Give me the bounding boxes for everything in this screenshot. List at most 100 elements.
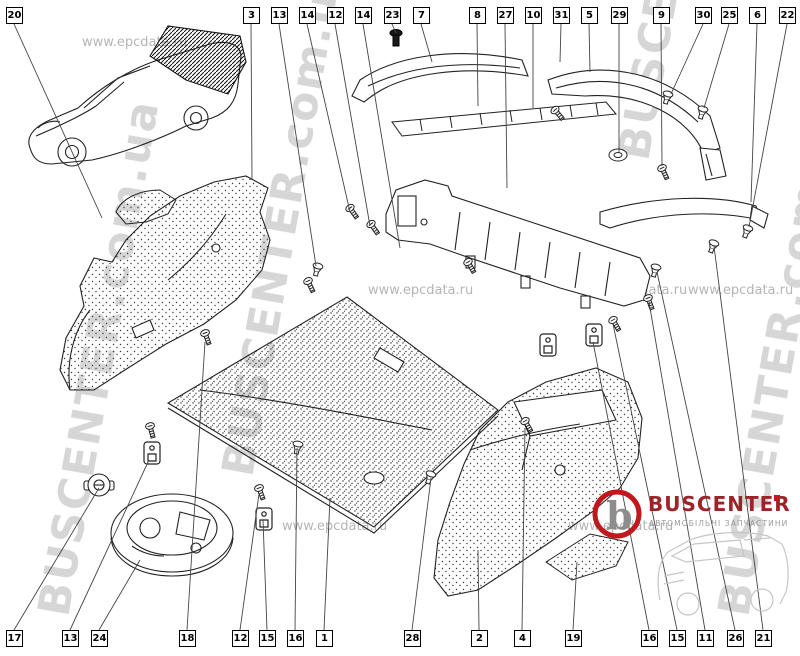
- clip-fastener: [310, 261, 325, 278]
- jack-retainer: [83, 473, 115, 497]
- callout-17[interactable]: 17: [6, 630, 23, 647]
- luggage-hook: [539, 333, 557, 357]
- leader-line-14: [362, 23, 401, 249]
- callout-7[interactable]: 7: [413, 7, 430, 24]
- logo-mark: b: [606, 493, 633, 538]
- leader-line-11: [648, 301, 706, 631]
- leader-line-5: [588, 23, 591, 73]
- callout-21[interactable]: 21: [755, 630, 772, 647]
- callout-20[interactable]: 20: [6, 7, 23, 24]
- callout-14[interactable]: 14: [355, 7, 372, 24]
- leader-line-14: [306, 23, 351, 213]
- svg-text:www.epcdata.ru: www.epcdata.ru: [368, 283, 473, 298]
- sill-scuff-strip: [391, 101, 617, 137]
- callout-5[interactable]: 5: [581, 7, 598, 24]
- leader-line-22: [748, 23, 788, 228]
- callout-19[interactable]: 19: [565, 630, 582, 647]
- screw-fastener: [144, 421, 158, 440]
- callout-26[interactable]: 26: [727, 630, 744, 647]
- leader-line-18: [186, 341, 206, 631]
- screw-fastener: [364, 218, 383, 237]
- leader-line-1: [323, 497, 331, 631]
- leader-line-6: [750, 23, 758, 203]
- right-side-trim-panel: [433, 367, 643, 597]
- clip-fastener: [739, 223, 755, 240]
- callout-29[interactable]: 29: [611, 7, 628, 24]
- screw-fastener: [656, 162, 672, 182]
- leader-line-13: [69, 459, 150, 631]
- fasteners: [143, 29, 755, 531]
- callout-4[interactable]: 4: [514, 630, 531, 647]
- logo-red-square: [774, 495, 780, 501]
- leader-line-25: [703, 23, 730, 109]
- callout-1[interactable]: 1: [316, 630, 333, 647]
- screw-fastener: [302, 275, 318, 295]
- screw-fastener: [343, 202, 362, 221]
- car-thumbnail: [28, 25, 247, 167]
- cowl-trim-strip: [547, 69, 727, 181]
- leader-line-15: [262, 519, 268, 631]
- leader-line-16: [294, 447, 298, 631]
- leader-line-23: [391, 23, 397, 34]
- callout-16[interactable]: 16: [287, 630, 304, 647]
- van-sketch: [657, 531, 789, 616]
- leader-line-12: [239, 493, 260, 631]
- leader-line-30: [670, 23, 704, 95]
- screw-fastener: [607, 314, 624, 334]
- leader-line-13: [278, 23, 317, 267]
- leader-line-4: [521, 427, 526, 631]
- callout-13[interactable]: 13: [62, 630, 79, 647]
- parcel-shelf-trim: [351, 53, 529, 103]
- leader-line-31: [559, 23, 562, 63]
- callout-14[interactable]: 14: [299, 7, 316, 24]
- callout-31[interactable]: 31: [553, 7, 570, 24]
- callout-12[interactable]: 12: [232, 630, 249, 647]
- leader-line-8: [476, 23, 479, 107]
- callout-10[interactable]: 10: [525, 7, 542, 24]
- leader-line-21: [713, 245, 764, 631]
- callout-16[interactable]: 16: [641, 630, 658, 647]
- leader-line-15: [612, 323, 678, 631]
- callout-11[interactable]: 11: [697, 630, 714, 647]
- luggage-hook: [255, 507, 273, 531]
- callout-8[interactable]: 8: [469, 7, 486, 24]
- callout-28[interactable]: 28: [404, 630, 421, 647]
- callout-15[interactable]: 15: [259, 630, 276, 647]
- leader-lines: [13, 23, 788, 631]
- callout-30[interactable]: 30: [695, 7, 712, 24]
- callout-15[interactable]: 15: [669, 630, 686, 647]
- leader-line-9: [660, 23, 663, 167]
- callout-12[interactable]: 12: [327, 7, 344, 24]
- callout-3[interactable]: 3: [243, 7, 260, 24]
- leader-line-19: [572, 561, 578, 631]
- svg-text:www.epcdata.ru: www.epcdata.ru: [688, 283, 793, 298]
- callout-23[interactable]: 23: [384, 7, 401, 24]
- leader-line-26: [656, 271, 736, 631]
- leader-line-24: [98, 559, 141, 631]
- callout-24[interactable]: 24: [91, 630, 108, 647]
- leader-line-2: [477, 549, 480, 631]
- leader-line-12: [334, 23, 371, 227]
- callout-9[interactable]: 9: [653, 7, 670, 24]
- logo-brand-text: BUSCENTER: [648, 492, 791, 516]
- leader-line-7: [420, 23, 433, 63]
- luggage-hook: [585, 323, 603, 347]
- spare-wheel-tray: [110, 493, 234, 577]
- leader-line-28: [411, 477, 432, 631]
- callout-22[interactable]: 22: [779, 7, 796, 24]
- svg-text:www.epcdata.ru: www.epcdata.ru: [282, 519, 387, 534]
- callout-13[interactable]: 13: [271, 7, 288, 24]
- callout-6[interactable]: 6: [749, 7, 766, 24]
- floor-mat: [166, 296, 499, 534]
- callout-25[interactable]: 25: [721, 7, 738, 24]
- luggage-hook: [143, 441, 161, 465]
- callout-18[interactable]: 18: [179, 630, 196, 647]
- clip-fastener: [705, 238, 721, 255]
- leader-line-17: [13, 487, 100, 631]
- callout-27[interactable]: 27: [497, 7, 514, 24]
- callout-2[interactable]: 2: [471, 630, 488, 647]
- leader-line-27: [504, 23, 508, 189]
- leader-line-3: [250, 23, 253, 181]
- bumper-protect-strip: [599, 197, 769, 229]
